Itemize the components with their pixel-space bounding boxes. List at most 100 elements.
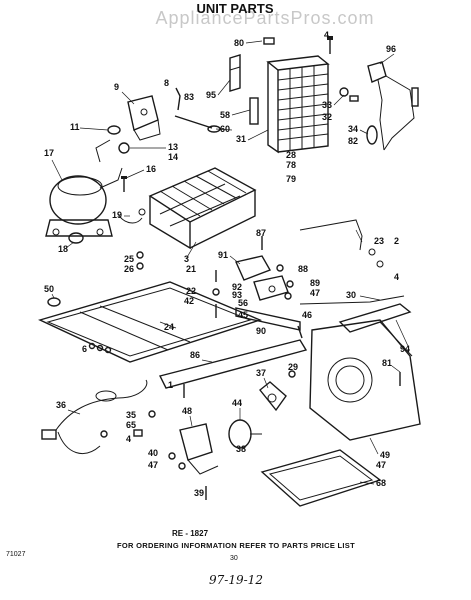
callout-3: 3 bbox=[184, 254, 189, 264]
plug-65 bbox=[133, 429, 143, 437]
screw-4-cord bbox=[100, 430, 108, 438]
callout-42: 42 bbox=[184, 296, 194, 306]
callout-86: 86 bbox=[190, 350, 200, 360]
callout-4-cord: 4 bbox=[126, 434, 131, 444]
callout-18: 18 bbox=[58, 244, 68, 254]
callout-13: 13 bbox=[168, 142, 178, 152]
rail-94 bbox=[338, 303, 412, 333]
page-number: 30 bbox=[230, 555, 238, 562]
channel-86 bbox=[158, 339, 308, 389]
watermark-text: AppliancePartsPros.com bbox=[155, 8, 374, 28]
callout-60: 60 bbox=[220, 124, 230, 134]
mounting-bracket-95 bbox=[229, 54, 241, 92]
callout-24: 24 bbox=[164, 322, 174, 332]
callout-95: 95 bbox=[206, 90, 216, 100]
callout-56: 56 bbox=[238, 298, 248, 308]
tube-30 bbox=[299, 295, 405, 305]
callout-91: 91 bbox=[218, 250, 228, 260]
callout-26: 26 bbox=[124, 264, 134, 274]
callout-65: 65 bbox=[126, 420, 136, 430]
callout-32: 32 bbox=[322, 112, 332, 122]
callout-1: 1 bbox=[168, 380, 173, 390]
clamp-8 bbox=[175, 87, 181, 111]
callout-33: 33 bbox=[322, 100, 332, 110]
callout-6: 6 bbox=[82, 344, 87, 354]
grommet-11 bbox=[107, 125, 121, 135]
power-cord-36 bbox=[41, 379, 148, 455]
callout-labels: 80 4 96 95 9 8 83 58 60 31 33 32 34 82 1… bbox=[44, 30, 410, 498]
callout-47: 47 bbox=[310, 288, 320, 298]
condenser-coil bbox=[266, 55, 330, 154]
fan-motor-48 bbox=[179, 423, 219, 475]
callout-9: 9 bbox=[114, 82, 119, 92]
callout-23: 23 bbox=[374, 236, 384, 246]
mount-18 bbox=[68, 232, 84, 244]
relay-9 bbox=[127, 95, 161, 141]
callout-58: 58 bbox=[220, 110, 230, 120]
callout-68: 68 bbox=[376, 478, 386, 488]
callout-82: 82 bbox=[348, 136, 358, 146]
callout-47-bottom: 47 bbox=[376, 460, 386, 470]
clip-29 bbox=[288, 370, 296, 378]
screw-46 bbox=[297, 325, 303, 339]
callout-35: 35 bbox=[126, 410, 136, 420]
tube-60 bbox=[174, 115, 221, 133]
callout-30: 30 bbox=[346, 290, 356, 300]
callout-22: 22 bbox=[186, 286, 196, 296]
callout-96: 96 bbox=[386, 44, 396, 54]
callout-48: 48 bbox=[182, 406, 192, 416]
screw-80 bbox=[263, 37, 275, 45]
callout-25: 25 bbox=[124, 254, 134, 264]
callout-14: 14 bbox=[168, 152, 178, 162]
compressor-17 bbox=[45, 167, 123, 237]
wire-19 bbox=[117, 208, 146, 224]
washer-25 bbox=[136, 251, 144, 259]
callout-44: 44 bbox=[232, 398, 242, 408]
parts-13-14 bbox=[95, 139, 130, 163]
callout-31: 31 bbox=[236, 134, 246, 144]
fan-bracket-91 bbox=[235, 255, 289, 301]
callout-4-right: 4 bbox=[394, 272, 399, 282]
callout-94: 94 bbox=[400, 344, 410, 354]
form-number: 71027 bbox=[6, 551, 26, 558]
callout-37: 37 bbox=[256, 368, 266, 378]
screw-35 bbox=[148, 410, 156, 418]
callout-81: 81 bbox=[382, 358, 392, 368]
callout-21: 21 bbox=[186, 264, 196, 274]
callout-39: 39 bbox=[194, 488, 204, 498]
callout-49: 49 bbox=[380, 450, 390, 460]
handwritten-date: 97-19-12 bbox=[209, 573, 263, 587]
ordering-note: FOR ORDERING INFORMATION REFER TO PARTS … bbox=[117, 541, 355, 550]
callout-11: 11 bbox=[70, 122, 80, 132]
screw-47-motor bbox=[178, 462, 186, 470]
callout-87: 87 bbox=[256, 228, 266, 238]
callout-19: 19 bbox=[112, 210, 122, 220]
callout-79: 79 bbox=[286, 174, 296, 184]
callout-78: 78 bbox=[286, 160, 296, 170]
bolt-16 bbox=[121, 176, 127, 192]
leader-lines bbox=[51, 35, 409, 485]
tube-58 bbox=[249, 97, 259, 125]
callout-47-motor: 47 bbox=[148, 460, 158, 470]
callout-90: 90 bbox=[256, 326, 266, 336]
fittings-33-32 bbox=[339, 87, 378, 145]
callout-45: 45 bbox=[238, 310, 248, 320]
page-title: UNIT PARTS bbox=[196, 1, 273, 16]
fan-shroud-49 bbox=[309, 319, 421, 441]
callout-89: 89 bbox=[310, 278, 320, 288]
callout-80: 80 bbox=[234, 38, 244, 48]
screw-22 bbox=[212, 288, 220, 296]
drain-pan-68 bbox=[260, 449, 382, 507]
wire-harness-23 bbox=[299, 219, 384, 268]
screw-4-top bbox=[327, 36, 333, 54]
condenser-fins bbox=[277, 65, 329, 150]
callout-34: 34 bbox=[348, 124, 358, 134]
callout-50: 50 bbox=[44, 284, 54, 294]
callout-17: 17 bbox=[44, 148, 54, 158]
callout-83: 83 bbox=[184, 92, 194, 102]
callout-93: 93 bbox=[232, 290, 242, 300]
callout-40: 40 bbox=[148, 448, 158, 458]
screws-88-89-47 bbox=[276, 264, 294, 300]
